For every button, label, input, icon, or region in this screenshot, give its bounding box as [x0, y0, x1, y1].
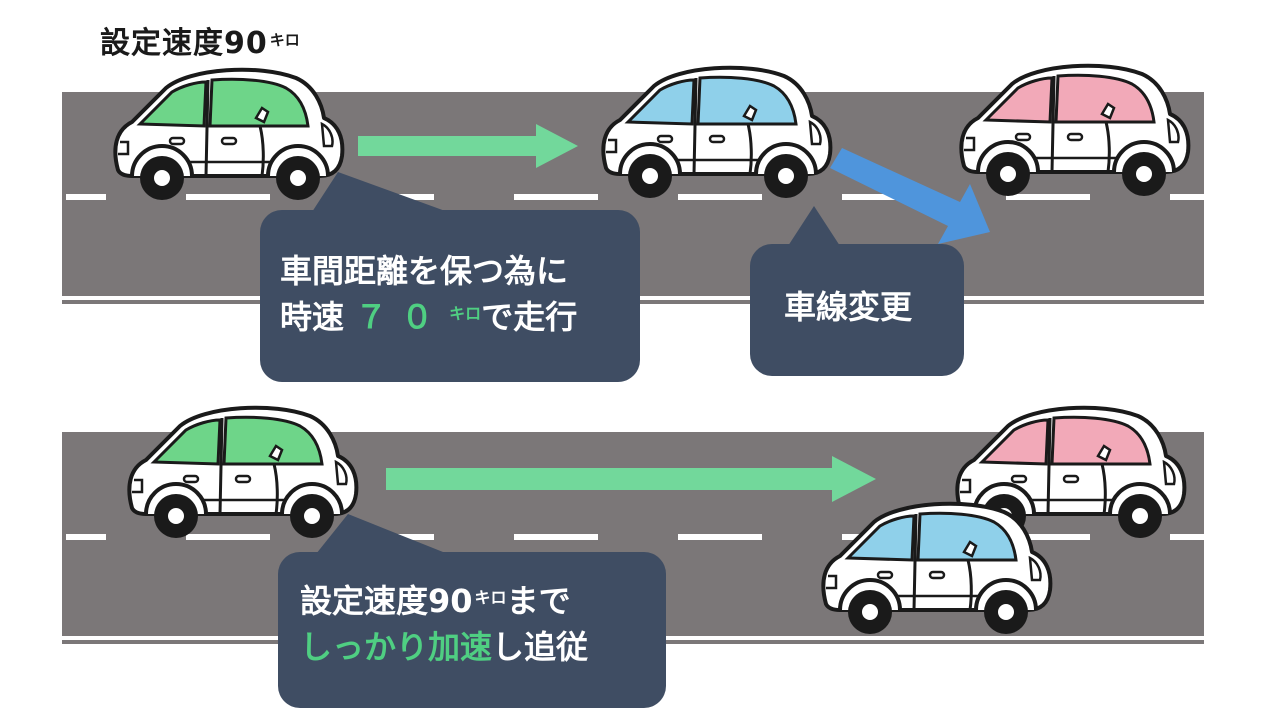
- lane-change-text: 車線変更: [784, 288, 913, 326]
- speed-prefix: 時速: [280, 298, 345, 336]
- bubble-tail: [312, 172, 448, 212]
- follow-text: し追従: [492, 628, 589, 666]
- accelerate-highlight: しっかり加速: [300, 628, 493, 666]
- set-speed-text: 設定速度90: [300, 582, 473, 620]
- bubble-line-2: しっかり加速し追従: [300, 624, 666, 670]
- speed-value: ７０: [355, 298, 448, 336]
- bubble-tail: [788, 206, 840, 246]
- bubble-line-1: 車間距離を保つ為に: [280, 252, 569, 290]
- bottom-green-arrow: [386, 456, 876, 502]
- kiro-unit: キロ: [474, 588, 507, 608]
- top-green-arrow: [358, 124, 578, 168]
- bubble-tail: [316, 514, 448, 554]
- until-text: まで: [506, 582, 571, 620]
- lane-change-bubble: 車線変更: [750, 206, 964, 376]
- set-speed-text: 設定速度90: [100, 26, 268, 61]
- speed-suffix: で走行: [481, 298, 578, 336]
- kiro-unit: キロ: [449, 304, 482, 324]
- lane-change-blue-arrow: [830, 148, 990, 244]
- kiro-unit: キロ: [269, 30, 300, 49]
